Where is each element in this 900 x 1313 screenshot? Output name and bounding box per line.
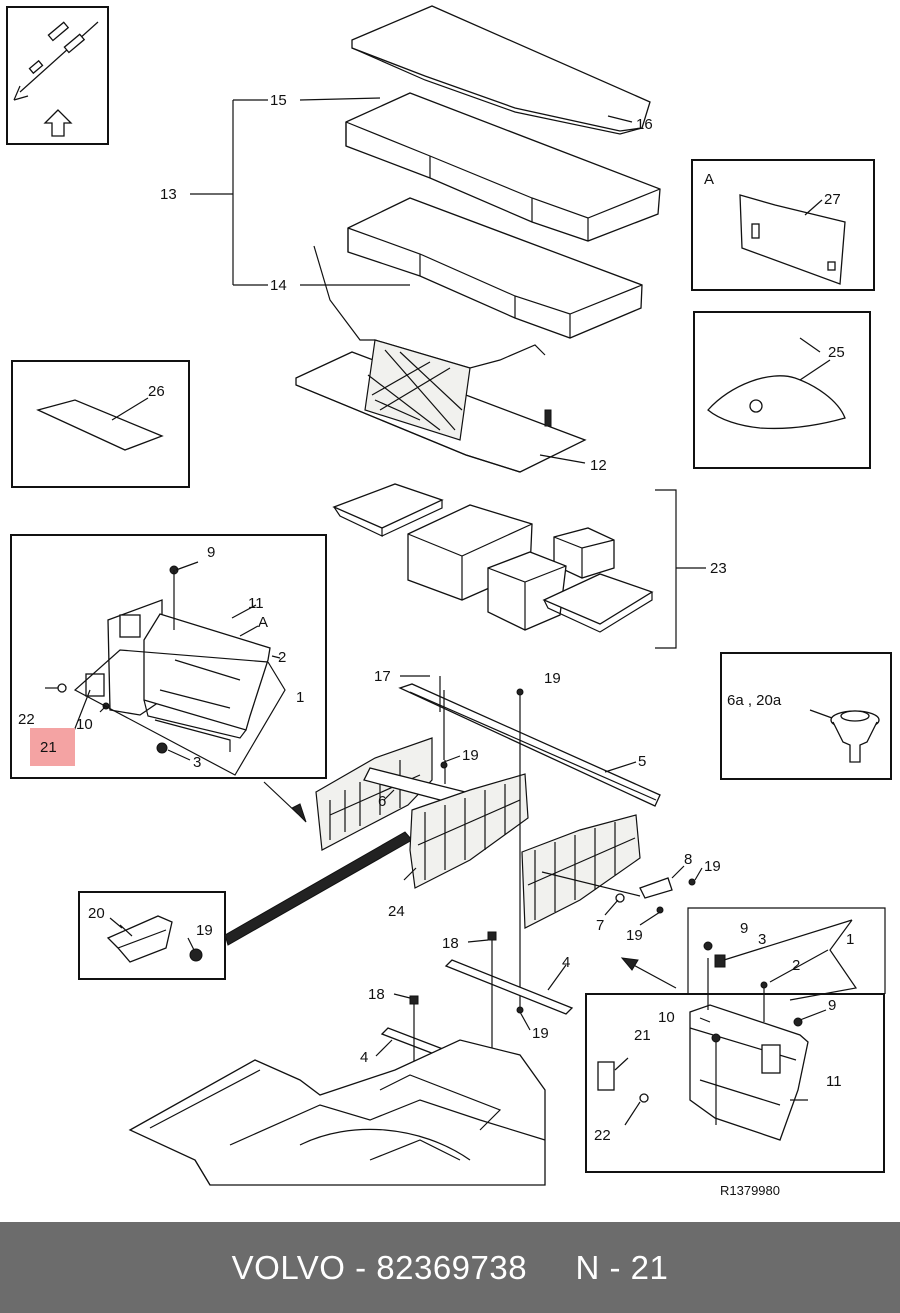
callout: 4	[562, 954, 570, 971]
up-arrow-icon	[43, 109, 73, 137]
callout: 27	[824, 191, 841, 208]
callout: 6a , 20a	[727, 692, 782, 709]
callout: 2	[792, 957, 800, 974]
callout: 2	[278, 649, 286, 666]
detail-box-6a-20a	[720, 652, 892, 780]
parts-diagram: 13 15 16 14 12 26 A 27 25 23 6a , 20a 9 …	[6, 5, 892, 1198]
callout: 19	[196, 922, 213, 939]
detail-box-26	[11, 360, 190, 488]
reference-code: R1379980	[720, 1183, 780, 1198]
callout: 3	[758, 931, 766, 948]
callout: 10	[658, 1009, 675, 1026]
callout: 8	[684, 851, 692, 868]
detail-box-A	[691, 159, 875, 291]
highlight-21	[30, 728, 75, 766]
separator: -	[345, 1248, 377, 1286]
callout: 10	[76, 716, 93, 733]
callout: 22	[594, 1127, 611, 1144]
callout-labels: 13 15 16 14 12 26 A 27 25 23 6a , 20a 9 …	[18, 92, 854, 1198]
callout: 25	[828, 344, 845, 361]
footer-bar: VOLVO - 82369738 N - 21	[0, 1222, 900, 1313]
callout: 1	[296, 689, 304, 706]
detail-box-25	[693, 311, 871, 469]
callout: 9	[740, 920, 748, 937]
view-orientation-box	[6, 6, 109, 145]
detail-box-left-panel	[10, 534, 327, 779]
callout: 1	[846, 931, 854, 948]
callout: 21	[634, 1027, 651, 1044]
callout: 17	[374, 668, 391, 685]
callout: 26	[148, 383, 165, 400]
seat-frame-assembly	[315, 683, 696, 1014]
callout: 12	[590, 457, 607, 474]
part-number: 82369738	[376, 1248, 528, 1286]
storage-boxes	[332, 483, 706, 649]
callout: 3	[193, 754, 201, 771]
callout: 22	[18, 711, 35, 728]
vehicle-floor-pan	[128, 1039, 546, 1186]
callout: 19	[704, 858, 721, 875]
callout: 4	[360, 1049, 368, 1066]
callout: 19	[462, 747, 479, 764]
detail-box-right-panel	[585, 907, 886, 1173]
callout: 9	[828, 997, 836, 1014]
callout: 13	[160, 186, 177, 203]
callout: 23	[710, 560, 727, 577]
callout: 5	[638, 753, 646, 770]
callout: A	[704, 171, 714, 188]
callout: 19	[544, 670, 561, 687]
callout: 11	[826, 1073, 842, 1090]
callout-21-highlighted: 21	[40, 739, 57, 756]
callout: 20	[88, 905, 105, 922]
callout: 9	[207, 544, 215, 561]
callout: 16	[636, 116, 653, 133]
callout: A	[258, 614, 268, 631]
callout: 7	[596, 917, 604, 934]
callout: 24	[388, 903, 405, 920]
diagram-position: N - 21	[575, 1248, 669, 1286]
callout: 19	[626, 927, 643, 944]
callout: 15	[270, 92, 287, 109]
callout: 14	[270, 277, 287, 294]
callout: 18	[442, 935, 459, 952]
callout: 18	[368, 986, 385, 1003]
callout: 19	[532, 1025, 549, 1042]
callout: 6	[378, 793, 386, 810]
callout: 11	[248, 595, 264, 612]
brand-name: VOLVO	[231, 1248, 346, 1286]
